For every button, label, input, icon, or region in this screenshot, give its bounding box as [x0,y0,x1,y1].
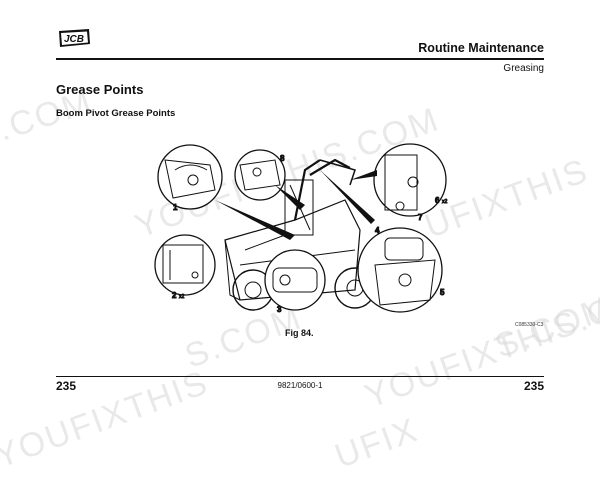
detail-inset-8 [234,149,286,201]
callout-6: 6 [435,196,440,205]
detail-inset-3 [264,249,326,311]
watermark: S.COM [490,288,600,366]
figure-caption: Fig 84. [285,328,314,338]
svg-text:JCB: JCB [64,34,84,45]
watermark: UFIX [330,410,424,476]
boom-pivot-illustration: 1 2 x2 3 4 5 6 x2 7 8 [154,143,448,315]
figure-code: C085330-C3 [515,322,544,328]
callout-8: 8 [280,154,285,163]
jcb-logo: JCB [59,29,90,47]
document-number: 9821/0600-1 [277,381,323,390]
footer-rule [56,376,544,377]
callout-5: 5 [440,288,445,297]
callout-2: 2 [172,291,177,300]
page-number-left: 235 [56,379,77,393]
callout-3: 3 [277,305,282,314]
detail-inset-6-7 [373,143,447,217]
page-heading: Grease Points [56,82,144,97]
header-rule [56,58,544,60]
detail-inset-2 [154,234,216,296]
callout-4: 4 [375,226,380,235]
callout-2-qty: x2 [179,294,185,300]
page-number-right: 235 [523,379,544,393]
detail-inset-4-5 [357,227,443,313]
subsection-label: Greasing [503,63,544,74]
callout-6-qty: x2 [442,199,448,205]
section-title: Routine Maintenance [418,41,544,55]
callout-7: 7 [418,213,423,222]
detail-inset-1 [157,144,223,210]
sub-heading: Boom Pivot Grease Points [56,108,176,119]
callout-1: 1 [173,203,178,212]
